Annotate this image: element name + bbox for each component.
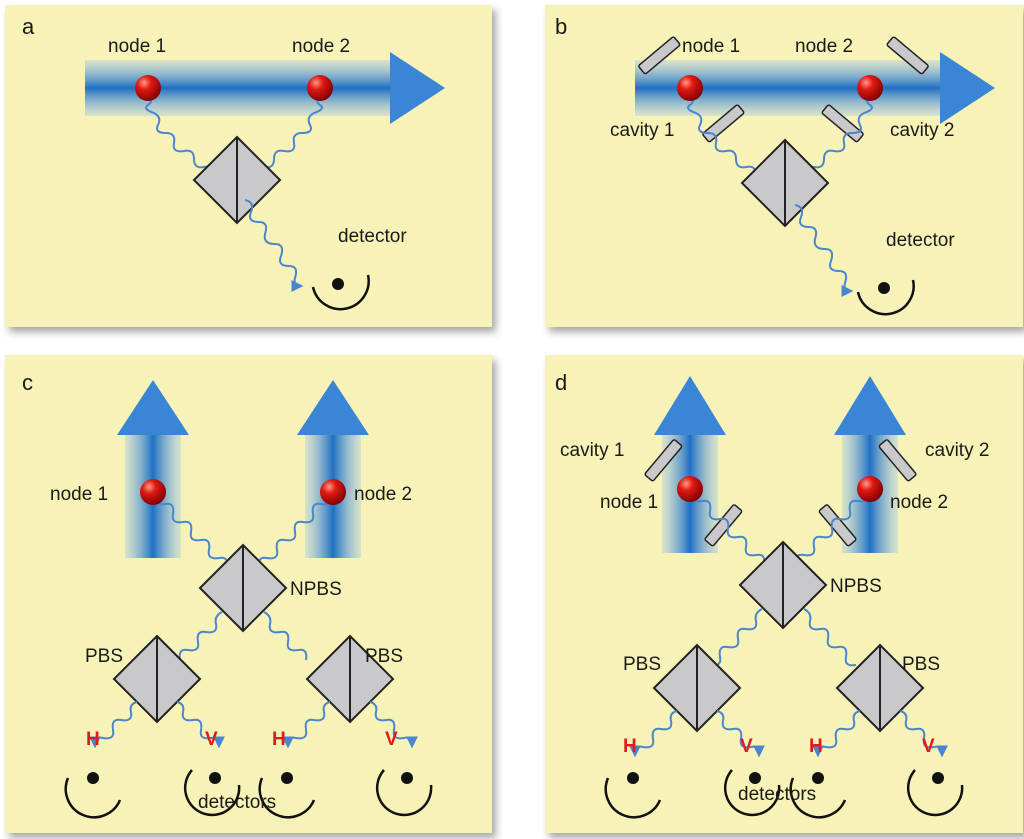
- atom-node-1-b: [677, 75, 703, 101]
- label-node-2-a: node 2: [292, 36, 350, 57]
- label-npbs-d: NPBS: [830, 576, 882, 597]
- mirror-cavity-2-top: [886, 36, 929, 75]
- panel-b: b node 1 node 2 cavity 1 cavity 2 detect…: [545, 5, 1023, 327]
- beam-arrowhead-d-left: [654, 376, 726, 435]
- detector-d-v-right: [906, 769, 964, 817]
- label-pbs-right-c: PBS: [365, 646, 403, 667]
- detector-c-h-right: [258, 772, 316, 819]
- label-node-1-a: node 1: [108, 36, 166, 57]
- beam-arrowhead-b: [940, 52, 995, 124]
- photon-path-d4: [803, 608, 857, 667]
- photon-path-d5: [629, 710, 678, 758]
- photon-path-c3: [178, 611, 223, 661]
- label-v-left-c: V: [205, 729, 218, 750]
- label-h-right-c: H: [272, 729, 286, 750]
- photon-path-c5: [89, 701, 138, 749]
- atom-node-1-d: [677, 476, 703, 502]
- panel-a-letter: a: [22, 14, 35, 39]
- detector-c-v-left: [183, 769, 241, 817]
- beam-arrowhead-c-right: [297, 380, 369, 435]
- panel-a: a node 1 node 2 detector: [5, 5, 492, 327]
- photon-path-d6: [716, 710, 765, 758]
- label-v-right-c: V: [385, 729, 398, 750]
- mirror-d-cavity-1-top: [644, 439, 683, 482]
- beam-splitter-pbs-d-right: [835, 643, 925, 733]
- detector-c-v-right: [375, 769, 433, 817]
- photon-path-b3: [794, 204, 854, 297]
- label-detectors-c: detectors: [198, 792, 276, 813]
- panel-c-letter: c: [22, 370, 33, 395]
- label-pbs-right-d: PBS: [902, 654, 940, 675]
- label-cavity-1-b: cavity 1: [610, 120, 674, 141]
- beam-splitter-pbs-c-right: [305, 634, 395, 724]
- photon-path-c7: [282, 701, 331, 749]
- photon-path-c1: [152, 497, 236, 579]
- photon-path-d1: [689, 494, 773, 576]
- photon-path-c8: [369, 701, 418, 749]
- detector-d-h-left: [604, 772, 662, 819]
- beam-arrowhead-c-left: [117, 380, 189, 435]
- label-node-1-d: node 1: [600, 492, 658, 513]
- atom-node-2-c: [320, 479, 346, 505]
- label-node-2-d: node 2: [890, 492, 948, 513]
- detector-c-h-left: [64, 772, 122, 819]
- label-node-1-b: node 1: [682, 36, 740, 57]
- beam-arrowhead-d-right: [834, 376, 906, 435]
- label-detectors-d: detectors: [738, 784, 816, 805]
- beam-splitter-b: [740, 138, 830, 228]
- label-detector-a: detector: [338, 226, 407, 247]
- atom-node-1-c: [140, 479, 166, 505]
- mirror-cavity-1-top: [638, 36, 681, 75]
- label-npbs-c: NPBS: [290, 579, 342, 600]
- detector-b: [856, 279, 915, 316]
- label-h-left-d: H: [623, 736, 637, 757]
- detector-d-v-left: [723, 769, 781, 817]
- panel-d-letter: d: [555, 370, 567, 395]
- label-node-2-c: node 2: [354, 484, 412, 505]
- detector-a: [311, 274, 370, 311]
- beam-arrowhead-a: [390, 52, 445, 124]
- beam-splitter-pbs-d-left: [652, 643, 742, 733]
- photon-path-a3: [244, 199, 304, 292]
- mirror-cavity-1-bottom: [702, 104, 745, 143]
- beam-splitter-pbs-c-left: [112, 634, 202, 724]
- panel-c: c: [5, 355, 492, 833]
- photon-path-d8: [899, 710, 948, 758]
- photon-path-d3: [709, 608, 763, 667]
- atom-node-2-a: [307, 75, 333, 101]
- photon-path-d7: [812, 710, 861, 758]
- label-h-left-c: H: [86, 729, 100, 750]
- label-detector-b: detector: [886, 230, 955, 251]
- beam-splitter-npbs-c: [198, 543, 288, 633]
- panel-b-letter: b: [555, 14, 567, 39]
- panel-d: d: [545, 355, 1023, 833]
- beam-a: [85, 60, 390, 116]
- photon-path-c4: [263, 611, 308, 661]
- beam-splitter-npbs-d: [738, 540, 828, 630]
- photon-path-c6: [176, 701, 225, 749]
- label-h-right-d: H: [809, 736, 823, 757]
- detector-d-h-right: [789, 772, 847, 819]
- atom-node-1-a: [135, 75, 161, 101]
- label-v-left-d: V: [740, 736, 753, 757]
- label-node-1-c: node 1: [50, 484, 108, 505]
- label-cavity-1-d: cavity 1: [560, 440, 624, 461]
- beam-splitter-a: [192, 135, 282, 225]
- atom-node-2-d: [857, 476, 883, 502]
- label-cavity-2-d: cavity 2: [925, 440, 989, 461]
- mirror-d-cavity-2-top: [878, 439, 917, 482]
- photon-path-c2: [250, 497, 334, 579]
- atom-node-2-b: [857, 75, 883, 101]
- label-node-2-b: node 2: [795, 36, 853, 57]
- label-pbs-left-c: PBS: [85, 646, 123, 667]
- mirror-d-cavity-2-bottom: [818, 504, 857, 547]
- label-pbs-left-d: PBS: [623, 654, 661, 675]
- label-cavity-2-b: cavity 2: [890, 120, 954, 141]
- label-v-right-d: V: [922, 736, 935, 757]
